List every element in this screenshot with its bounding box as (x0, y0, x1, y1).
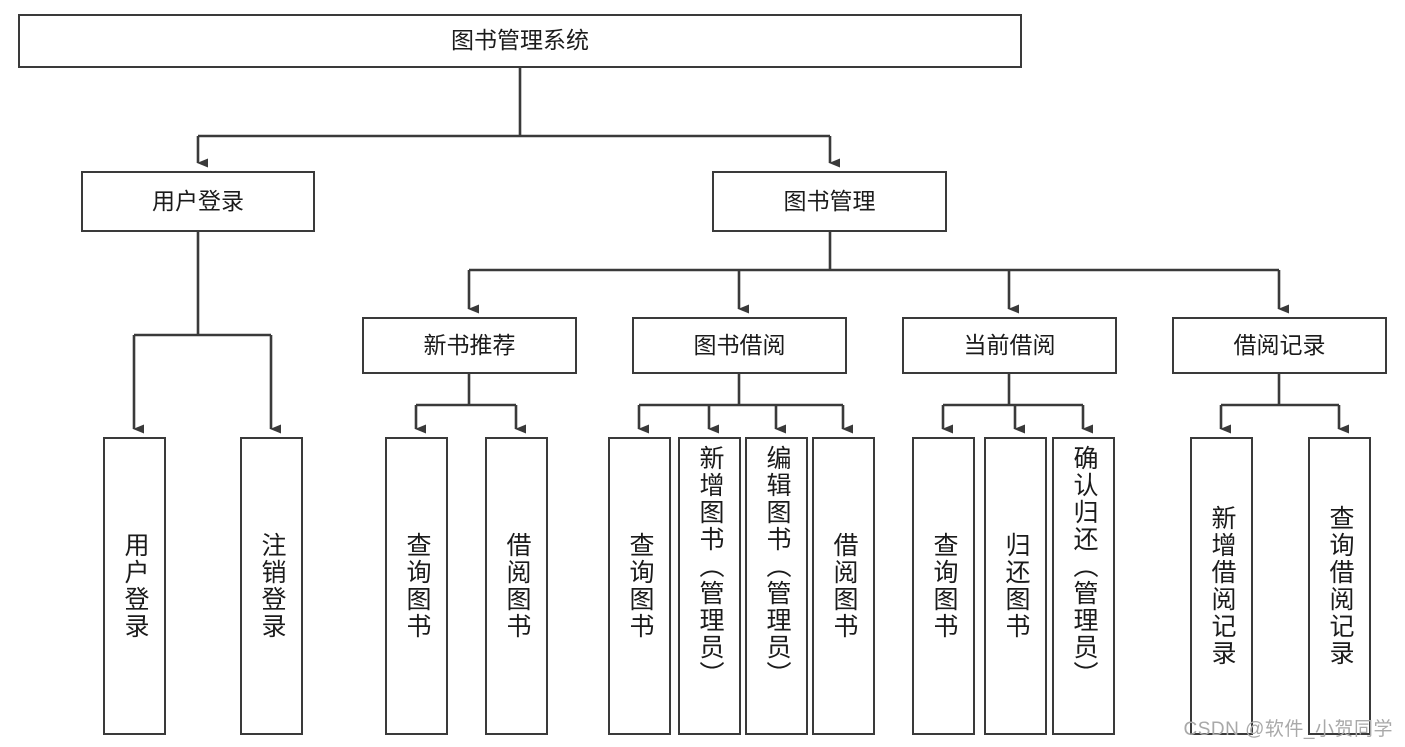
node-leaf-return-book[interactable]: 归还图书 (984, 437, 1047, 735)
node-book-manage-label: 图书管理 (783, 187, 876, 214)
node-leaf-user-login[interactable]: 用户登录 (103, 437, 166, 735)
node-leaf-return-book-label: 归还图书 (1002, 532, 1030, 640)
node-leaf-query-borrow-record[interactable]: 查询借阅记录 (1308, 437, 1371, 735)
node-borrow-records-label: 借阅记录 (1233, 331, 1326, 358)
node-leaf-add-borrow-record[interactable]: 新增借阅记录 (1190, 437, 1253, 735)
node-leaf-logout[interactable]: 注销登录 (240, 437, 303, 735)
node-book-borrow-label: 图书借阅 (693, 331, 786, 358)
node-leaf-query-book-1-label: 查询图书 (403, 532, 431, 640)
node-new-book-recommend-label: 新书推荐 (423, 331, 516, 358)
node-leaf-borrow-book-2[interactable]: 借阅图书 (812, 437, 875, 735)
node-leaf-query-book-3[interactable]: 查询图书 (912, 437, 975, 735)
node-user-login-label: 用户登录 (152, 187, 244, 214)
node-borrow-records[interactable]: 借阅记录 (1172, 317, 1387, 374)
node-leaf-query-book-3-label: 查询图书 (930, 532, 958, 640)
node-leaf-logout-label: 注销登录 (258, 532, 286, 640)
node-leaf-borrow-book-1[interactable]: 借阅图书 (485, 437, 548, 735)
node-user-login[interactable]: 用户登录 (81, 171, 315, 232)
node-leaf-edit-book-admin-label: 编辑图书（管理员） (763, 445, 791, 688)
node-leaf-query-book-2-label: 查询图书 (626, 532, 654, 640)
node-leaf-query-borrow-record-label: 查询借阅记录 (1326, 505, 1354, 667)
node-leaf-user-login-label: 用户登录 (121, 532, 149, 640)
node-leaf-query-book-1[interactable]: 查询图书 (385, 437, 448, 735)
node-leaf-add-book-admin[interactable]: 新增图书（管理员） (678, 437, 741, 735)
node-new-book-recommend[interactable]: 新书推荐 (362, 317, 577, 374)
node-leaf-confirm-return-admin[interactable]: 确认归还（管理员） (1052, 437, 1115, 735)
node-leaf-borrow-book-1-label: 借阅图书 (503, 532, 531, 640)
node-leaf-edit-book-admin[interactable]: 编辑图书（管理员） (745, 437, 808, 735)
node-current-borrow[interactable]: 当前借阅 (902, 317, 1117, 374)
node-leaf-add-book-admin-label: 新增图书（管理员） (696, 445, 724, 688)
node-current-borrow-label: 当前借阅 (963, 331, 1056, 358)
node-leaf-confirm-return-admin-label: 确认归还（管理员） (1070, 445, 1098, 688)
node-book-borrow[interactable]: 图书借阅 (632, 317, 847, 374)
node-root-system[interactable]: 图书管理系统 (18, 14, 1022, 68)
watermark: CSDN @软件_小贺同学 (1183, 719, 1393, 740)
node-leaf-borrow-book-2-label: 借阅图书 (830, 532, 858, 640)
node-leaf-add-borrow-record-label: 新增借阅记录 (1208, 505, 1236, 667)
node-root-system-label: 图书管理系统 (451, 27, 589, 54)
node-book-manage[interactable]: 图书管理 (712, 171, 947, 232)
node-leaf-query-book-2[interactable]: 查询图书 (608, 437, 671, 735)
